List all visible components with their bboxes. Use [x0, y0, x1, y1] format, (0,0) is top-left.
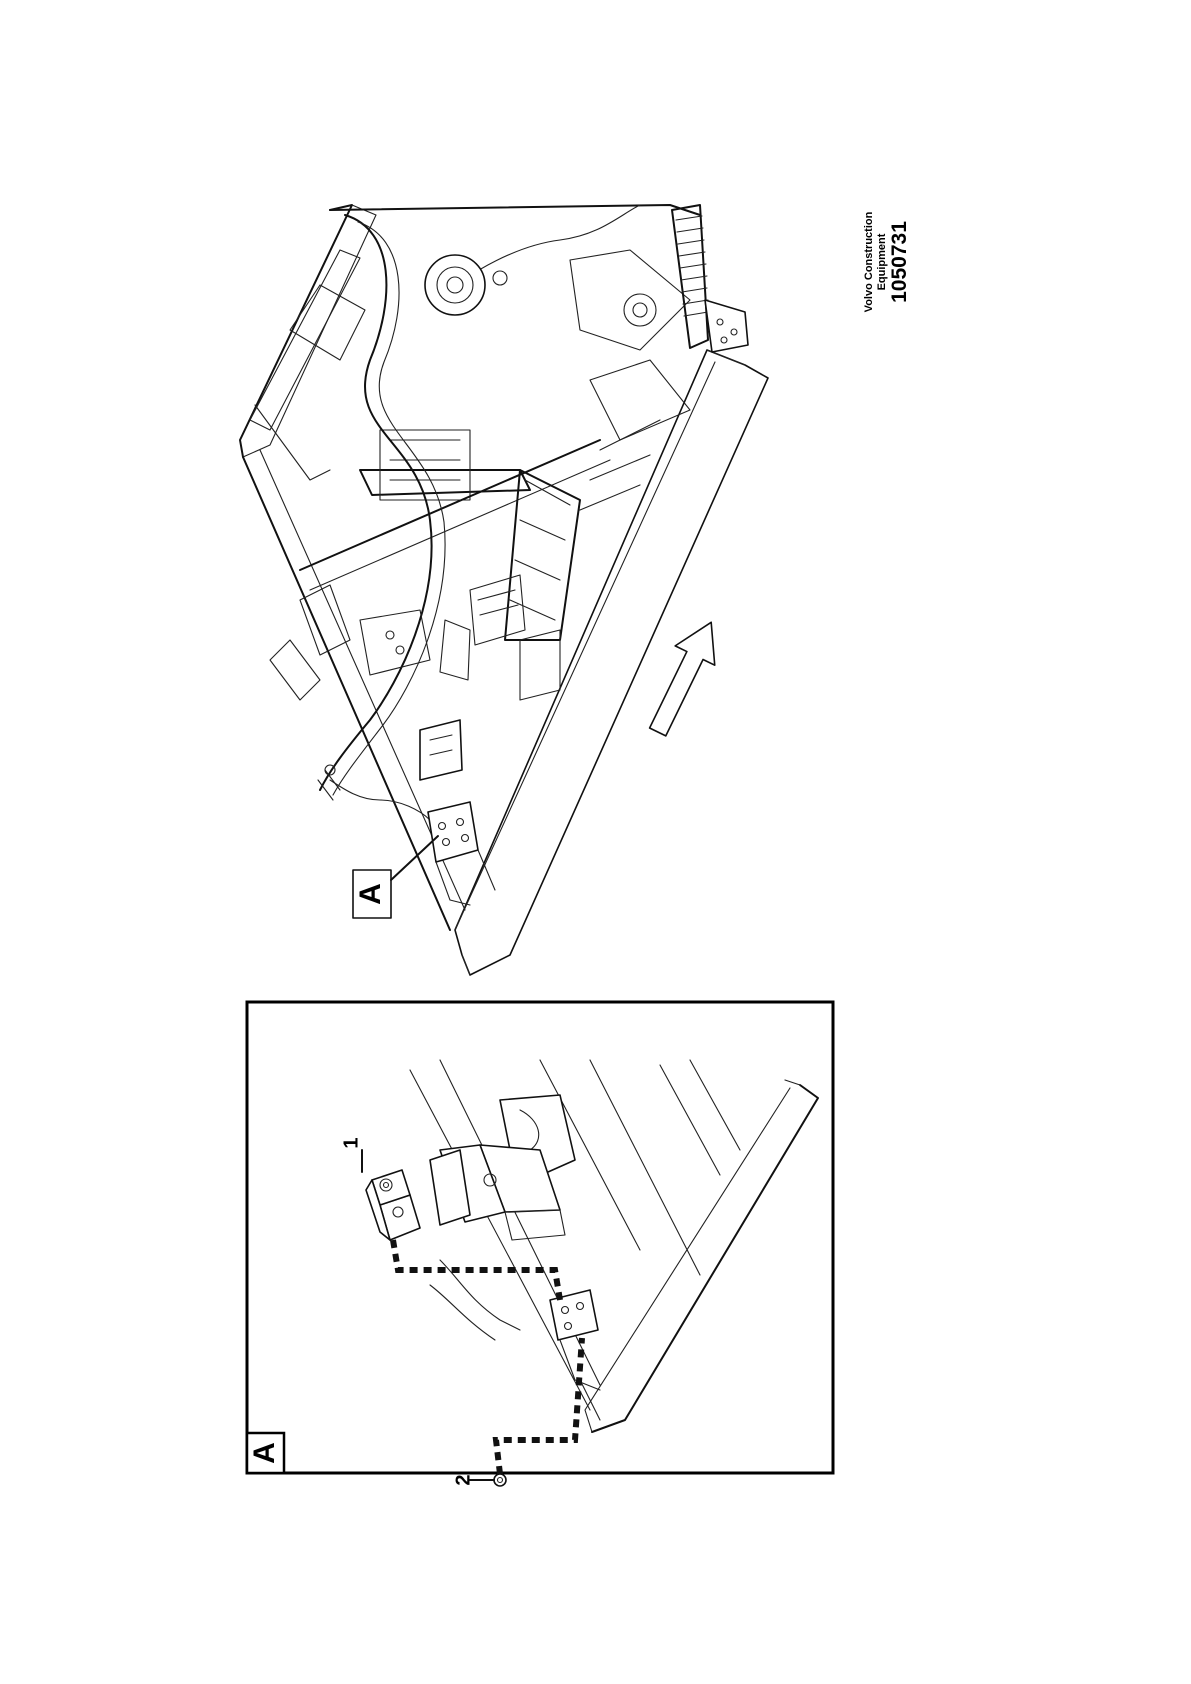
callout-2[interactable]: 2: [452, 1474, 495, 1486]
detail-label-tab: [245, 1431, 286, 1475]
company-line-1: Volvo Construction: [863, 211, 875, 312]
detail-drawing: [365, 1059, 819, 1487]
part-2-bolt: [493, 1473, 507, 1487]
mount-plate: [427, 801, 479, 863]
hose-main: [319, 214, 433, 791]
callout-a-box: [352, 869, 392, 919]
main-frame-view: A: [239, 204, 769, 976]
rear-rail: [239, 204, 353, 458]
rack-bar: [671, 204, 709, 349]
callout-1-number: 1: [340, 1137, 362, 1148]
part-1-junction-block: [365, 1169, 421, 1241]
detail-label: A: [248, 1442, 281, 1464]
callout-1[interactable]: 1: [340, 1137, 363, 1173]
callout-a[interactable]: A: [352, 835, 439, 919]
callout-a-label: A: [354, 883, 387, 905]
detail-view-a: A: [245, 1000, 835, 1487]
title-block: Volvo Construction Equipment 1050731: [863, 211, 911, 312]
assembly-path-1: [390, 1239, 563, 1301]
bracket-lower: [419, 719, 463, 781]
cross-beam-upper: [359, 469, 531, 496]
company-line-2: Equipment: [876, 233, 888, 290]
detail-mount-plate: [549, 1289, 599, 1341]
assembly-path-2: [492, 1337, 585, 1475]
pivot-boss: [424, 254, 486, 316]
callout-2-number: 2: [452, 1474, 474, 1485]
drawing-number: 1050731: [888, 221, 911, 303]
direction-arrow-icon: [648, 621, 716, 737]
